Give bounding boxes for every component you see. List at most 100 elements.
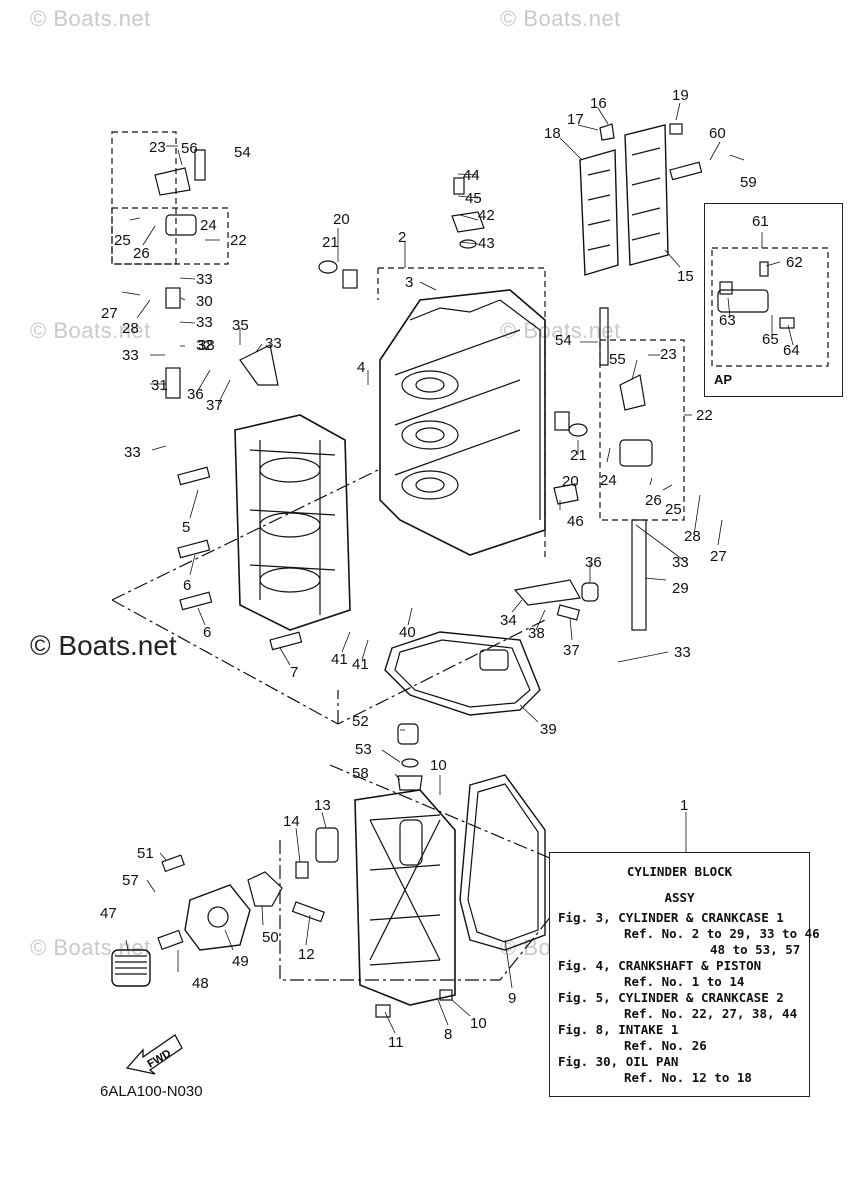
callout-number: 48 <box>192 975 209 992</box>
callout-number: 8 <box>444 1026 452 1043</box>
legend-title: CYLINDER BLOCK <box>626 864 733 879</box>
callout-number: 15 <box>677 268 694 285</box>
callout-number: 14 <box>283 813 300 830</box>
callout-number: 27 <box>101 305 118 322</box>
legend-line: Ref. No. 12 to 18 <box>624 1070 752 1085</box>
callout-number: 55 <box>609 351 626 368</box>
watermark: © Boats.net <box>30 318 151 343</box>
callout-number: 52 <box>352 713 369 730</box>
callout-number: 60 <box>709 125 726 142</box>
callout-number: 20 <box>333 211 350 228</box>
callout-number: 57 <box>122 872 139 889</box>
callout-number: 19 <box>672 87 689 104</box>
callout-number: 36 <box>187 386 204 403</box>
callout-number: 21 <box>570 447 587 464</box>
callout-number: 29 <box>672 580 689 597</box>
callout-number: 33 <box>122 347 139 364</box>
callout-number: 6 <box>203 624 211 641</box>
callout-number: 45 <box>465 190 482 207</box>
callout-number: 4 <box>357 359 365 376</box>
callout-number: 31 <box>151 377 168 394</box>
legend-subtitle: ASSY <box>664 890 695 905</box>
callout-number: 59 <box>740 174 757 191</box>
callout-number: 28 <box>122 320 139 337</box>
callout-number: 43 <box>478 235 495 252</box>
callout-number: 23 <box>660 346 677 363</box>
callout-number: 27 <box>710 548 727 565</box>
callout-number: 41 <box>352 656 369 673</box>
callout-number: 65 <box>762 331 779 348</box>
callout-number: 21 <box>322 234 339 251</box>
callout-number: 20 <box>562 473 579 490</box>
callout-number: 37 <box>563 642 580 659</box>
fwd-arrow-icon: FWD <box>125 1034 183 1075</box>
watermark: © Boats.net <box>500 6 621 31</box>
callout-number: 24 <box>200 217 217 234</box>
legend-box: CYLINDER BLOCK ASSY Fig. 3, CYLINDER & C… <box>549 852 820 1097</box>
callout-number: 9 <box>508 990 516 1007</box>
callout-number: 12 <box>298 946 315 963</box>
callout-number: 13 <box>314 797 331 814</box>
callout-number: 54 <box>234 144 251 161</box>
callout-number: 38 <box>528 625 545 642</box>
callout-number: 33 <box>124 444 141 461</box>
callout-number: 26 <box>645 492 662 509</box>
watermark-strong: © Boats.net <box>30 630 177 661</box>
callout-number: 34 <box>500 612 517 629</box>
callout-number: 17 <box>567 111 584 128</box>
callout-number: 50 <box>262 929 279 946</box>
callout-number: 39 <box>540 721 557 738</box>
callout-number: 33 <box>265 335 282 352</box>
legend-line: Fig. 8, INTAKE 1 <box>558 1022 679 1037</box>
callout-number: 42 <box>478 207 495 224</box>
callout-number: 64 <box>783 342 800 359</box>
callout-number: 23 <box>149 139 166 156</box>
callout-number: 33 <box>196 314 213 331</box>
callout-number: 28 <box>684 528 701 545</box>
callout-number: 5 <box>182 519 190 536</box>
callout-number: 62 <box>786 254 803 271</box>
callout-number: 53 <box>355 741 372 758</box>
fwd-label: FWD <box>145 1047 173 1070</box>
figure-code: 6ALA100-N030 <box>100 1083 203 1100</box>
legend-line: Ref. No. 26 <box>624 1038 707 1053</box>
callout-number: 56 <box>181 140 198 157</box>
callout-number: 32 <box>196 337 213 354</box>
callout-number: 10 <box>430 757 447 774</box>
legend-line: Fig. 3, CYLINDER & CRANKCASE 1 <box>558 910 784 925</box>
callout-number: 10 <box>470 1015 487 1032</box>
callout-number: 63 <box>719 312 736 329</box>
callout-number: 40 <box>399 624 416 641</box>
legend-line: 48 to 53, 57 <box>710 942 801 957</box>
callout-number: 33 <box>672 554 689 571</box>
callout-number: 18 <box>544 125 561 142</box>
callout-number: 30 <box>196 293 213 310</box>
legend-line: Ref. No. 1 to 14 <box>624 974 745 989</box>
callout-number: 58 <box>352 765 369 782</box>
callout-number: 7 <box>290 664 298 681</box>
legend-line: Ref. No. 22, 27, 38, 44 <box>624 1006 798 1021</box>
callout-number: 2 <box>398 229 406 246</box>
callout-number: 1 <box>680 797 688 814</box>
callout-number: 46 <box>567 513 584 530</box>
callout-number: 51 <box>137 845 154 862</box>
callout-number: 6 <box>183 577 191 594</box>
callout-number: 33 <box>674 644 691 661</box>
callout-number: 41 <box>331 651 348 668</box>
callout-number: 16 <box>590 95 607 112</box>
callout-number: 37 <box>206 397 223 414</box>
callout-number: 11 <box>388 1034 404 1051</box>
callout-number: 3 <box>405 274 413 291</box>
callout-number: 36 <box>585 554 602 571</box>
legend-line: Fig. 5, CYLINDER & CRANKCASE 2 <box>558 990 784 1005</box>
callout-number: 33 <box>196 271 213 288</box>
legend-line: Fig. 4, CRANKSHAFT & PISTON <box>558 958 762 973</box>
callout-number: 25 <box>114 232 131 249</box>
callout-number: 61 <box>752 213 769 230</box>
callout-number: 35 <box>232 317 249 334</box>
ap-variant-box <box>704 203 843 397</box>
callout-number: 47 <box>100 905 117 922</box>
callout-number: 26 <box>133 245 150 262</box>
callout-number: 25 <box>665 501 682 518</box>
